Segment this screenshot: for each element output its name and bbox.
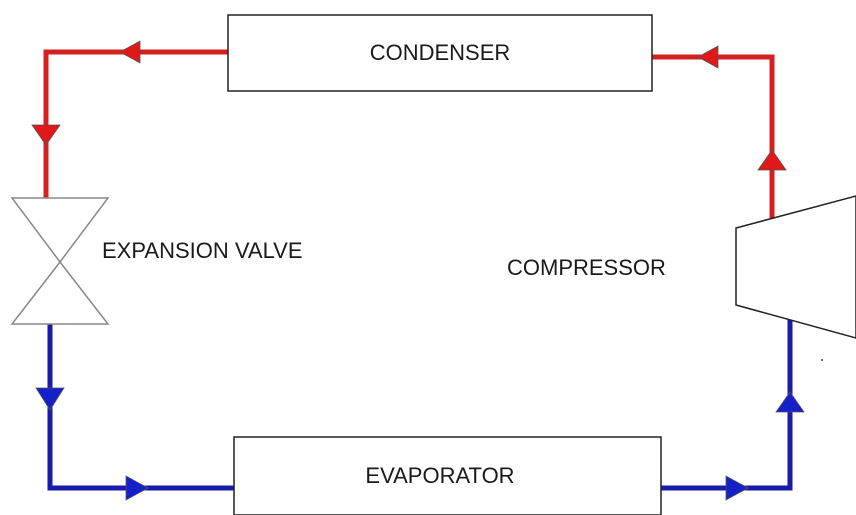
cold-arrows [35,387,805,501]
condenser-box [227,14,653,92]
arrow-up-icon [757,149,787,171]
arrow-left-icon [119,40,141,64]
evaporator-label: EVAPORATOR [365,463,514,488]
arrow-down-icon [31,124,61,146]
expansion-valve-icon [10,197,110,325]
condenser-label: CONDENSER [370,40,511,65]
compressor-shape [735,195,856,339]
arrow-down-icon [35,387,65,411]
arrow-up-icon [775,391,805,413]
arrow-right-icon [125,475,149,501]
compressor-to-condenser-line [649,54,775,231]
expansion-valve-label: EXPANSION VALVE [102,238,303,263]
hot-arrows [31,40,787,171]
evaporator-box [233,436,662,515]
condenser-to-valve-line [43,49,231,201]
compressor-label: COMPRESSOR [507,255,666,280]
arrow-left-icon [697,45,719,69]
cold-lines [47,315,793,491]
valve-to-evaporator-line [47,322,237,491]
hot-lines [43,49,775,231]
dot-mark [821,359,823,361]
arrow-right-icon [725,475,749,501]
evaporator-to-compressor-line [658,315,793,491]
